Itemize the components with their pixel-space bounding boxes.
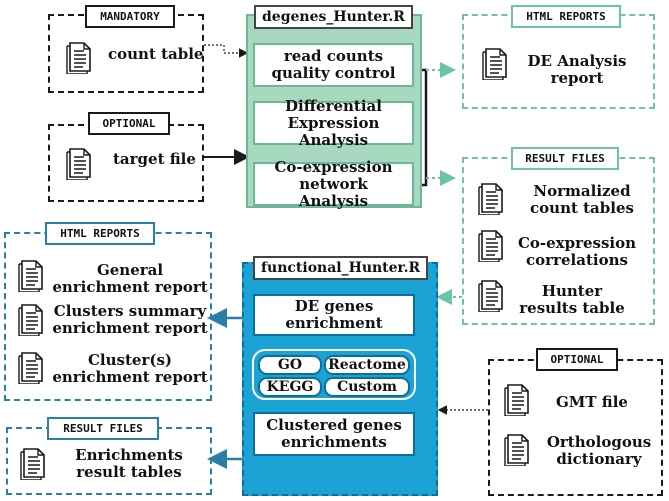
step-differential-expression-label: Differential Expression Analysis [285,96,382,149]
cluster-enrichment-report-label: Cluster(s) enrichment report [52,351,208,386]
de-analysis-report-label: DE Analysis report [527,52,627,87]
orthologous-dictionary-label: Orthologous dictionary [546,433,652,468]
db-go: GO [258,355,322,375]
step-clustered-genes-label: Clustered genes enrichments [266,416,402,451]
step-quality-control: read counts quality control [253,43,414,87]
step-differential-expression: Differential Expression Analysis [253,97,414,148]
coexpression-correlations-label: Co-expression correlations [517,234,637,269]
document-icon [478,181,504,215]
degenes-title: degenes_Hunter.R [254,5,413,29]
document-icon [66,40,92,74]
clusters-summary-report-label: Clusters summary enrichment report [52,302,208,337]
functional-title: functional_Hunter.R [253,256,429,280]
document-icon [478,228,504,262]
step-quality-control-label: read counts quality control [271,47,396,82]
normalized-count-tables-label: Normalized count tables [530,182,634,217]
degenes-html-reports-tag: HTML REPORTS [511,5,621,28]
document-icon [20,446,46,480]
gmt-file-label: GMT file [556,393,628,411]
document-icon [18,302,44,336]
document-icon [504,432,530,466]
mandatory-tag: MANDATORY [85,5,175,28]
target-file-label: target file [113,150,196,168]
general-enrichment-report-label: General enrichment report [52,261,208,296]
optional-bottom-box [488,359,663,496]
enrichment-databases-group [252,349,416,400]
db-reactome: Reactome [324,355,410,375]
step-coexpression-label: Co-expression network Analysis [274,157,393,210]
document-icon [482,46,508,80]
degenes-result-files-tag: RESULT FILES [511,147,619,170]
step-clustered-genes: Clustered genes enrichments [253,412,415,456]
db-kegg: KEGG [258,377,322,397]
functional-html-reports-tag: HTML REPORTS [45,222,155,245]
db-custom: Custom [324,377,410,397]
hunter-results-table-label: Hunter results table [519,282,625,317]
document-icon [18,258,44,292]
enrichments-result-tables-label: Enrichments result tables [75,446,183,481]
document-icon [478,278,504,312]
functional-result-files-tag: RESULT FILES [47,417,159,440]
optional-tag: OPTIONAL [88,112,170,135]
step-de-genes-enrichment: DE genes enrichment [253,294,415,336]
arrow-count-to-degenes [204,44,249,58]
document-icon [504,382,530,416]
step-coexpression: Co-expression network Analysis [253,158,414,209]
step-de-genes-enrichment-label: DE genes enrichment [285,297,383,332]
count-table-label: count table [108,45,204,63]
document-icon [66,146,92,180]
optional-bottom-tag: OPTIONAL [536,348,618,371]
document-icon [18,350,44,384]
